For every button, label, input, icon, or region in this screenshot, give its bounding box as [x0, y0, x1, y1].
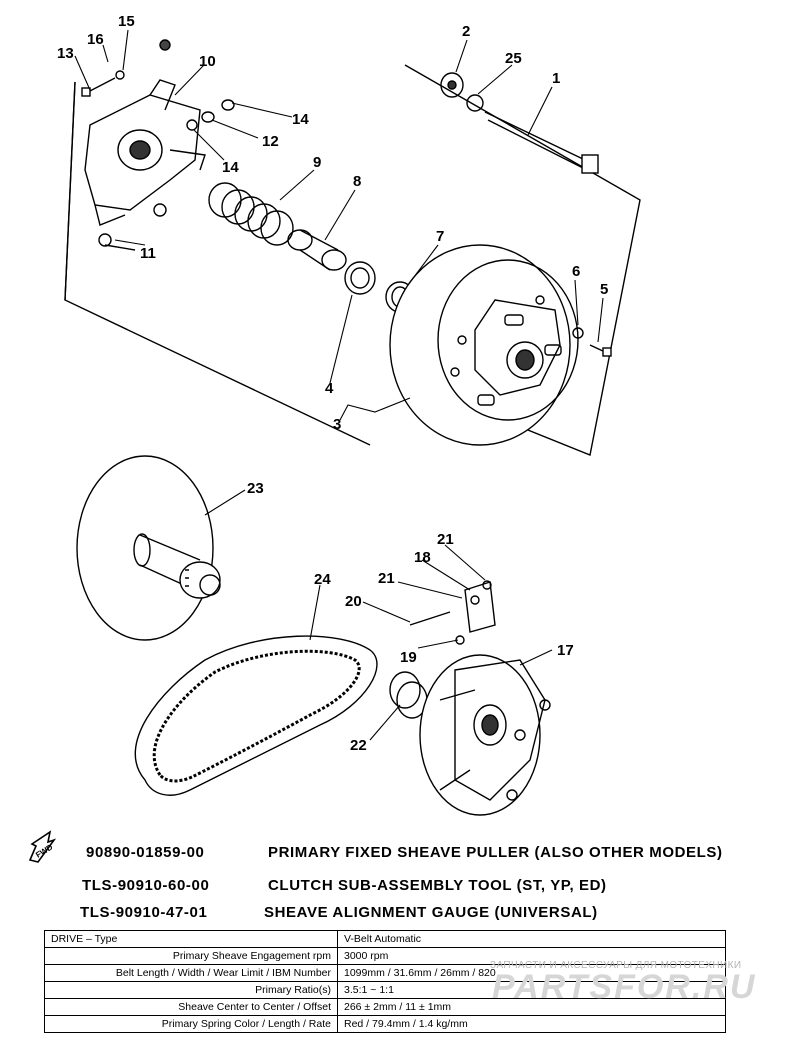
- table-row: Primary Spring Color / Length / Rate Red…: [44, 1015, 726, 1033]
- callout-22: 22: [350, 737, 367, 754]
- spec-value: 1099mm / 31.6mm / 26mm / 820: [337, 964, 726, 982]
- callout-11: 11: [140, 245, 156, 262]
- callout-16: 16: [87, 31, 104, 48]
- secondary-sheave-17: [419, 654, 551, 816]
- bolt-5-washer-6: [572, 327, 612, 357]
- callout-8: 8: [353, 173, 361, 190]
- table-row: Primary Ratio(s) 3.5:1 ~ 1:1: [44, 981, 726, 999]
- washer-15: [115, 70, 125, 80]
- nut-15: [159, 39, 171, 51]
- drive-belt-24: [134, 635, 378, 796]
- watermark-tagline: ЗАПЧАСТИ И АКСЕССУАРЫ ДЛЯ МОТОТЕХНИКИ: [490, 960, 742, 971]
- fixed-sheave-23: [76, 455, 221, 641]
- tool-description: CLUTCH SUB-ASSEMBLY TOOL (ST, YP, ED): [268, 877, 607, 894]
- watermark-logo: PARTSFOR.RU: [492, 968, 757, 1006]
- callout-14a: 14: [292, 111, 309, 128]
- drive-spec-table: DRIVE – Type V-Belt Automatic Primary Sh…: [44, 930, 726, 1033]
- callout-21a: 21: [437, 531, 454, 548]
- callout-3: 3: [333, 416, 341, 433]
- spec-label: Primary Ratio(s): [44, 981, 338, 999]
- callout-2: 2: [462, 23, 470, 40]
- tool-number: TLS-90910-47-01: [80, 904, 208, 921]
- callout-10: 10: [199, 53, 216, 70]
- callout-24: 24: [314, 571, 331, 588]
- special-tools-list: 90890-01859-00 PRIMARY FIXED SHEAVE PULL…: [0, 836, 800, 926]
- table-header-label: DRIVE – Type: [44, 930, 338, 948]
- assembly-frame-lines: [64, 64, 641, 456]
- callout-5: 5: [600, 281, 608, 298]
- bolt-13: [81, 77, 116, 97]
- bolt-1-washers: [440, 72, 599, 174]
- bushing-22: [389, 671, 428, 719]
- table-header-value: V-Belt Automatic: [337, 930, 726, 948]
- tool-description: SHEAVE ALIGNMENT GAUGE (UNIVERSAL): [264, 904, 598, 921]
- callout-14b: 14: [222, 159, 239, 176]
- spring-9: [208, 182, 294, 246]
- callout-21b: 21: [378, 570, 395, 587]
- spec-label: Primary Sheave Engagement rpm: [44, 947, 338, 965]
- fwd-arrow-icon: FWD: [28, 830, 57, 863]
- table-row: Belt Length / Width / Wear Limit / IBM N…: [44, 964, 726, 982]
- callout-4: 4: [325, 380, 334, 397]
- callout-12: 12: [262, 133, 279, 150]
- callout-18: 18: [414, 549, 431, 566]
- callout-6: 6: [572, 263, 580, 280]
- exploded-parts-diagram: 1 2 3 4 5 6 7 8 9 10 11 12 13 14 14 15 1…: [57, 13, 641, 816]
- callout-25: 25: [505, 50, 522, 67]
- callout-7: 7: [436, 228, 444, 245]
- spec-label: Belt Length / Width / Wear Limit / IBM N…: [44, 964, 338, 982]
- bushings-12-14: [186, 99, 235, 131]
- tool-number: TLS-90910-60-00: [82, 877, 210, 894]
- spec-label: Sheave Center to Center / Offset: [44, 998, 338, 1016]
- callout-19: 19: [400, 649, 417, 666]
- movable-sheave-3: [389, 244, 579, 446]
- callout-9: 9: [313, 154, 321, 171]
- spider-assembly: [84, 79, 206, 251]
- callout-numbers: 1 2 3 4 5 6 7 8 9 10 11 12 13 14 14 15 1…: [57, 13, 608, 754]
- table-row: Primary Sheave Engagement rpm 3000 rpm: [44, 947, 726, 965]
- spec-value: Red / 79.4mm / 1.4 kg/mm: [337, 1015, 726, 1033]
- callout-1: 1: [552, 70, 560, 87]
- leader-lines: [74, 29, 604, 741]
- seal-4: [344, 261, 376, 295]
- callout-23: 23: [247, 480, 264, 497]
- callout-15: 15: [118, 13, 135, 30]
- table-header-row: DRIVE – Type V-Belt Automatic: [44, 930, 726, 948]
- callout-20: 20: [345, 593, 362, 610]
- spec-label: Primary Spring Color / Length / Rate: [44, 1015, 338, 1033]
- callout-17: 17: [557, 642, 574, 659]
- bracket-18-pins: [409, 580, 496, 645]
- tool-number: 90890-01859-00: [86, 844, 205, 861]
- sleeve-8: [287, 229, 347, 271]
- callout-13: 13: [57, 45, 74, 62]
- tool-description: PRIMARY FIXED SHEAVE PULLER (ALSO OTHER …: [268, 844, 723, 861]
